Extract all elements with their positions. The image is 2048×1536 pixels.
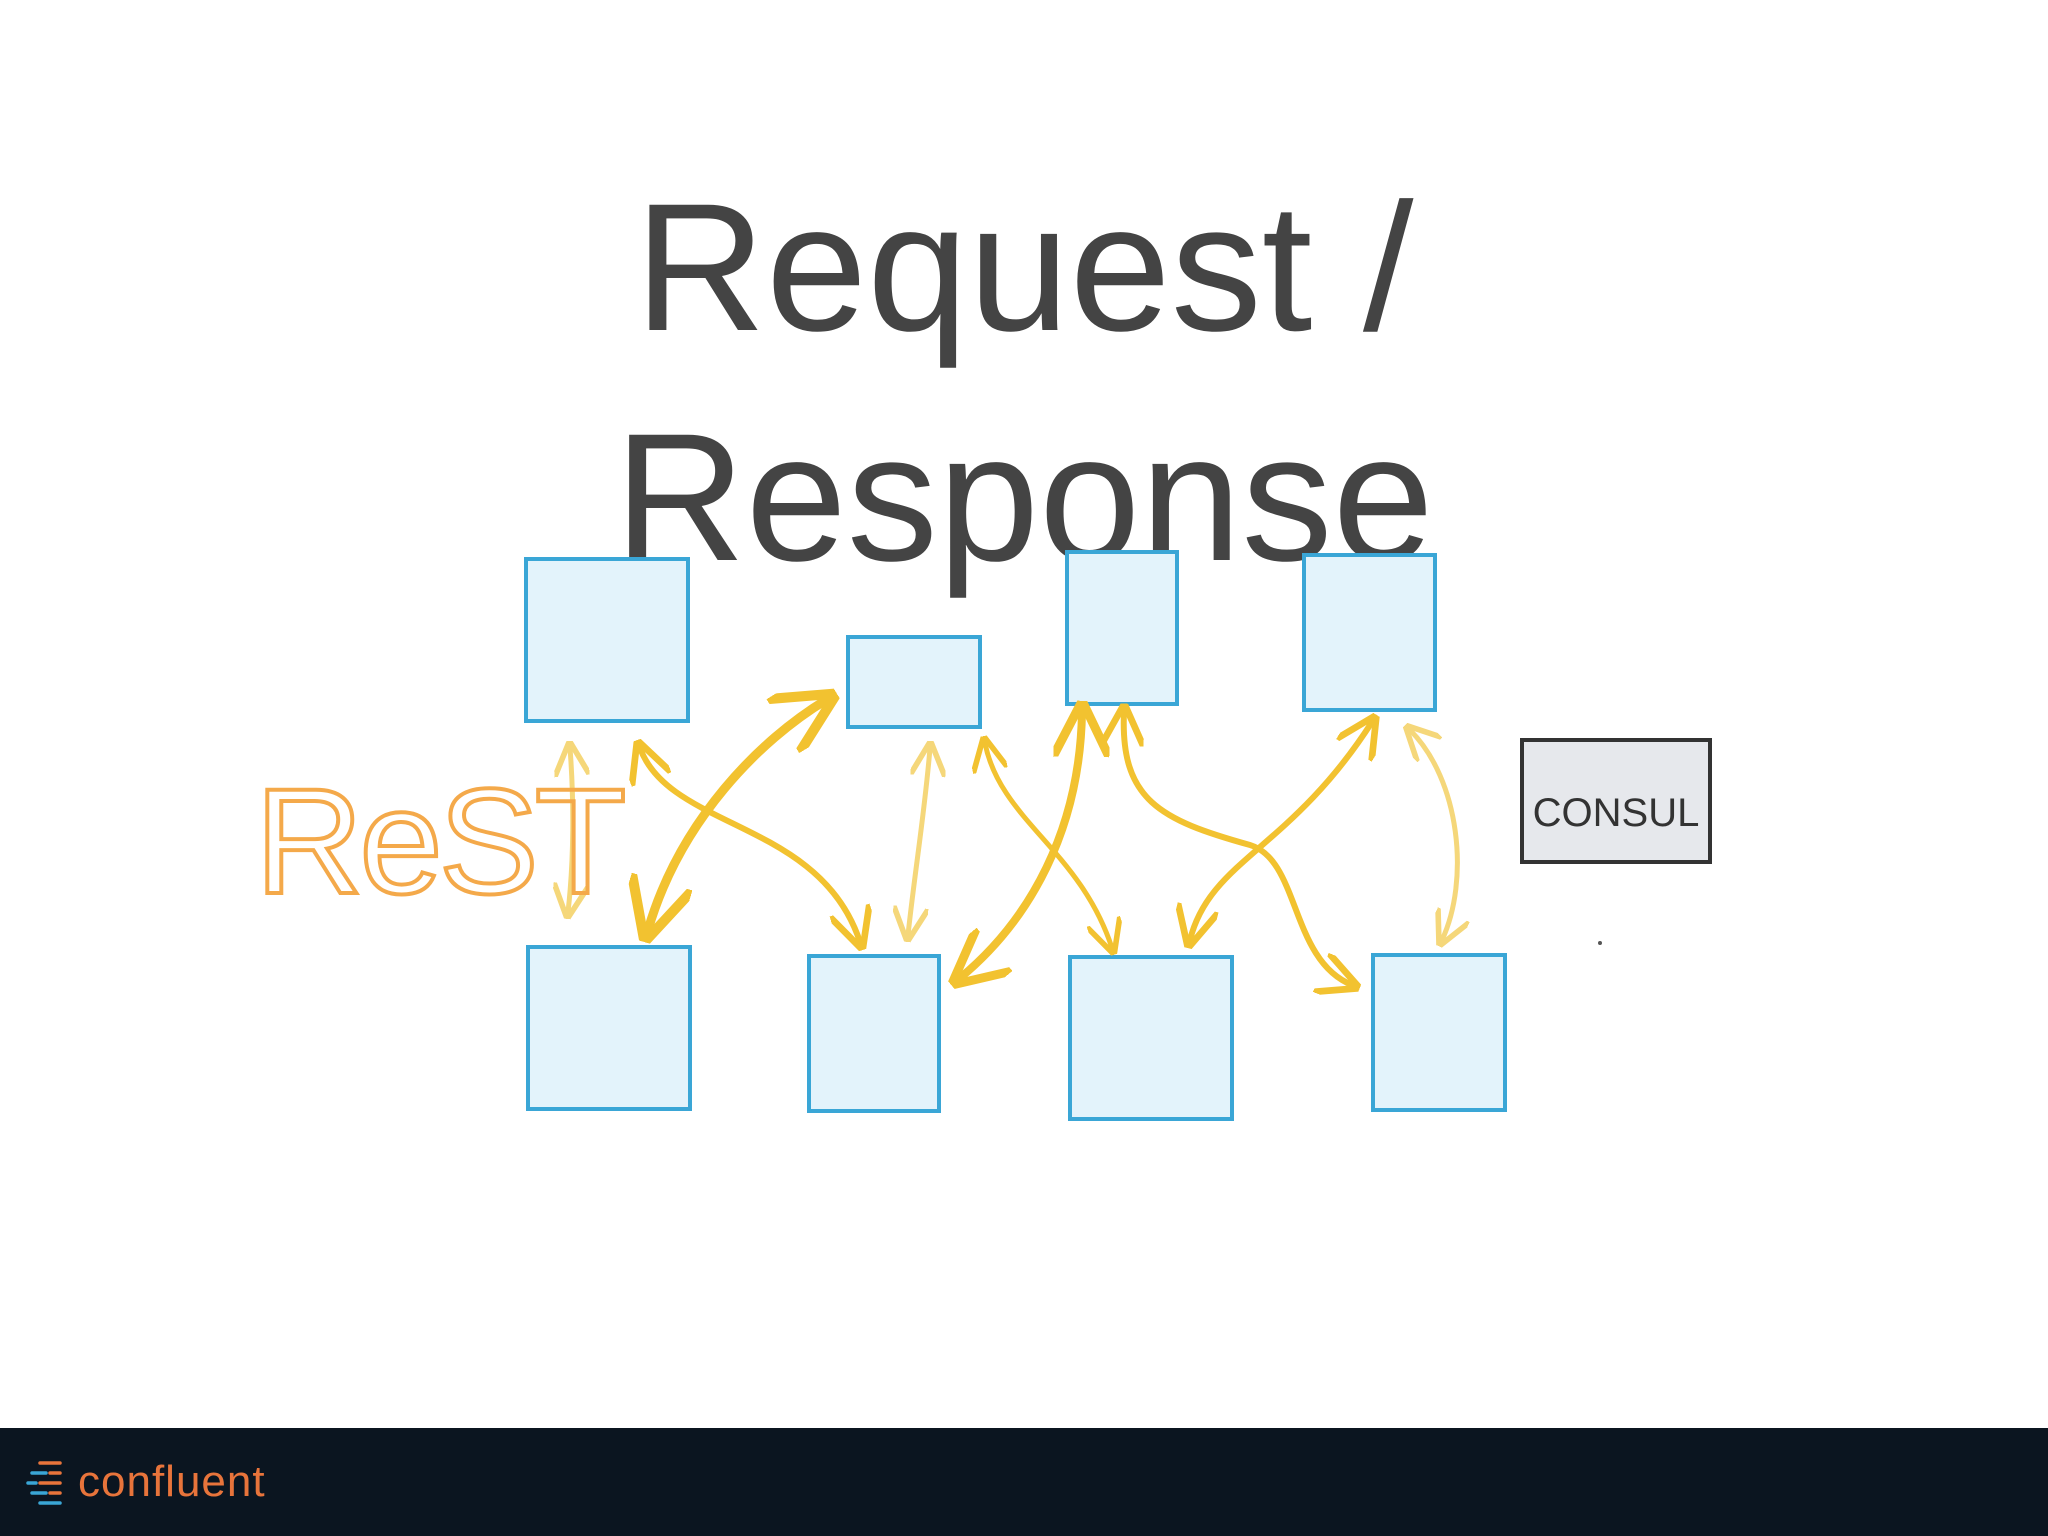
consul-box: CONSUL [1520,738,1712,864]
service-box-bottom-1 [526,945,692,1111]
slide-title: Request / Response [0,152,2048,612]
service-box-top-2 [846,635,982,729]
service-boxes-bottom [526,945,1507,1121]
confluent-mark-icon [26,1461,62,1505]
rest-label: ReST [255,757,624,925]
confluent-logo: confluent [26,1452,266,1512]
stray-dot [1598,941,1602,945]
request-response-diagram: ReST CONSUL [253,550,1712,1121]
confluent-wordmark: confluent [78,1457,266,1506]
arrow-top1-bottom1 [568,748,573,912]
arrow-top3-bottom4 [1124,712,1352,985]
title-line-2: Response [614,394,1434,599]
arrow-bottom1-top2 [648,700,826,930]
consul-label: CONSUL [1533,791,1700,835]
arrow-top1-bottom2 [640,748,860,942]
footer-bar [0,1428,2048,1536]
title-line-1: Request / [634,164,1414,369]
arrow-top2-bottom3 [985,743,1112,948]
service-box-top-4 [1302,553,1437,712]
service-box-bottom-4 [1371,953,1507,1112]
service-box-top-1 [524,557,690,723]
arrow-bottom3-top4 [1190,722,1372,940]
request-arrows [568,700,1457,985]
arrow-top4-bottom4 [1410,730,1457,940]
arrow-top2-bottom2 [908,748,930,935]
arrow-bottom2-top3 [960,712,1082,978]
service-box-top-3 [1065,550,1179,706]
service-boxes-top [524,550,1437,729]
service-box-bottom-2 [807,954,941,1113]
consul-box-frame [1520,738,1712,864]
service-box-bottom-3 [1068,955,1234,1121]
